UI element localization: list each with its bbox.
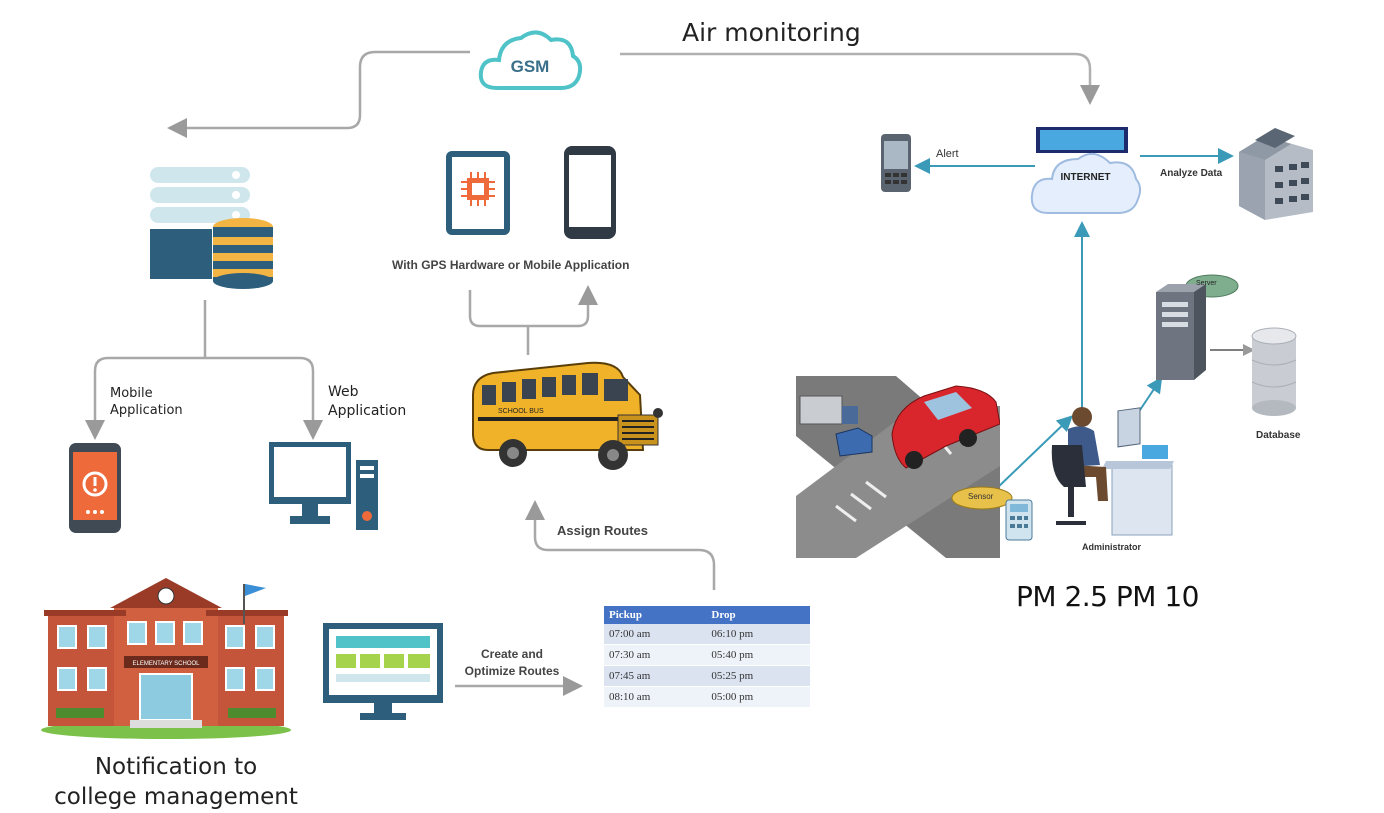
smartphone-icon — [564, 146, 616, 239]
arrow-server-split — [93, 300, 315, 432]
arrow-gsm-to-server — [167, 50, 470, 138]
title-air-monitoring: Air monitoring — [682, 18, 861, 47]
sensor-icon — [951, 486, 1033, 541]
school-bus-image: SCHOOL BUS — [472, 361, 663, 470]
bus-plate: SCHOOL BUS — [498, 408, 544, 415]
internet-cloud: INTERNET — [1028, 125, 1143, 220]
routes-table-header: Pickup Drop — [604, 606, 810, 624]
gsm-cloud: GSM — [475, 22, 585, 98]
arrow-bus-to-devices — [468, 290, 588, 355]
tablet-icon — [446, 151, 510, 235]
gsm-label: GSM — [510, 57, 550, 76]
data-center-building-icon — [1239, 128, 1313, 220]
pickup-cell: 07:00 am — [604, 624, 707, 645]
server-database-icon — [150, 167, 273, 289]
col-header-pickup: Pickup — [604, 606, 707, 624]
drop-cell: 05:40 pm — [706, 644, 810, 666]
mobile-alert-icon — [69, 443, 121, 533]
create-optimize-label: Create and Optimize Routes — [464, 647, 560, 678]
drop-cell: 05:00 pm — [706, 686, 810, 708]
arrow-gsm-to-internet — [620, 52, 1100, 105]
mobile-app-label: Mobile Application — [110, 386, 183, 418]
pickup-cell: 07:30 am — [604, 644, 707, 666]
cloud-monitor-icon — [1030, 127, 1142, 214]
drop-cell: 05:25 pm — [706, 665, 810, 687]
street-intersection-image — [796, 376, 1000, 558]
administrator-label: Administrator — [1082, 542, 1142, 552]
col-header-drop: Drop — [706, 606, 810, 624]
internet-label: INTERNET — [1060, 172, 1111, 183]
database-icon — [1251, 327, 1297, 416]
sensor-label: Sensor — [968, 492, 994, 501]
server-label: Server — [1196, 280, 1217, 287]
arrow-sensor-to-admin — [994, 415, 1073, 491]
alert-label: Alert — [936, 148, 959, 160]
alert-phone-icon — [881, 134, 911, 192]
desktop-computer-icon — [269, 442, 378, 530]
cloud-icon — [478, 30, 583, 90]
pickup-cell: 07:45 am — [604, 665, 707, 687]
administrator-figure-image — [1051, 407, 1174, 536]
web-app-label: Web Application — [328, 384, 407, 419]
school-sign: ELEMENTARY SCHOOL — [132, 661, 200, 667]
analyze-data-label: Analyze Data — [1160, 168, 1223, 179]
database-label: Database — [1256, 430, 1301, 441]
arrow-table-to-bus — [525, 500, 716, 590]
assign-routes-label: Assign Routes — [557, 523, 649, 538]
server-tower-icon — [1156, 274, 1239, 380]
route-planner-monitor-icon — [323, 623, 443, 720]
notification-label: Notification to college management — [54, 754, 298, 810]
school-building-image: ELEMENTARY SCHOOL — [41, 578, 291, 739]
drop-cell: 06:10 pm — [706, 624, 810, 645]
pickup-cell: 08:10 am — [604, 686, 707, 708]
pm-label: PM 2.5 PM 10 — [1016, 580, 1199, 613]
gps-caption: With GPS Hardware or Mobile Application — [392, 258, 630, 272]
